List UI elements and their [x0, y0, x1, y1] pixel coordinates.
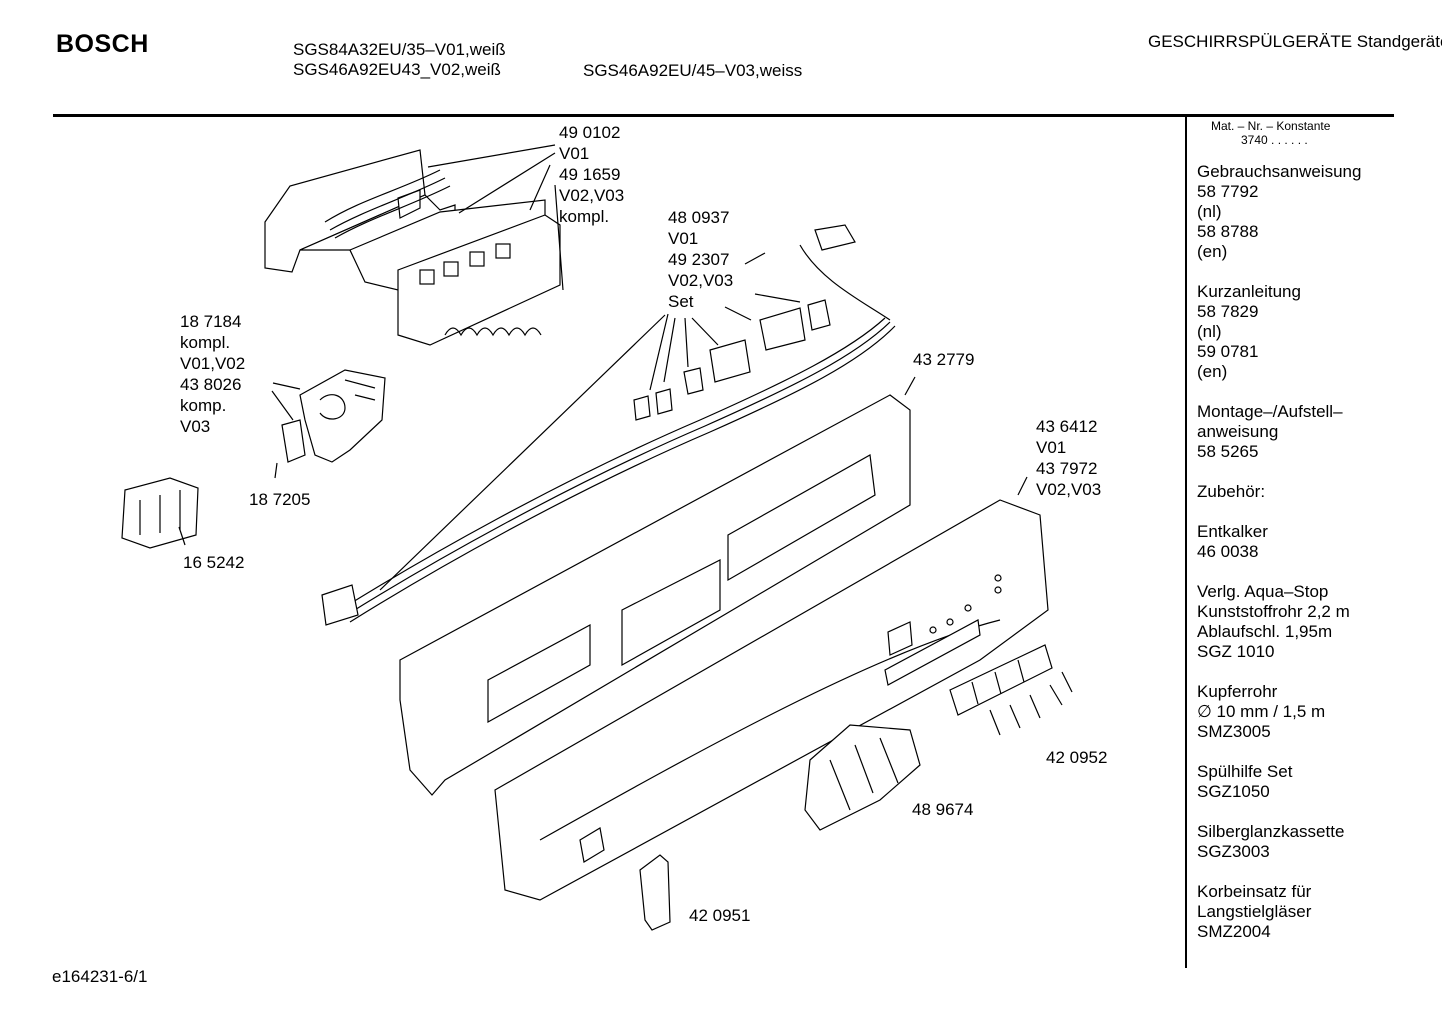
model-number-3: SGS46A92EU/45–V03,weiss — [583, 61, 803, 80]
sidebar-line: 58 7829 — [1197, 302, 1259, 321]
mat-number-label: Mat. – Nr. – Konstante — [1211, 119, 1331, 133]
sidebar-line: 59 0781 — [1197, 342, 1259, 361]
door-handle-part — [804, 724, 921, 831]
front-panel-part — [494, 499, 1049, 901]
accessory-sidebar: Mat. – Nr. – Konstante 3740 . . . . . . … — [1197, 119, 1397, 942]
sidebar-line: Kurzanleitung — [1197, 282, 1301, 301]
sidebar-line: Gebrauchsanweisung — [1197, 162, 1362, 181]
callout-187205: 18 7205 — [249, 490, 311, 509]
callout-165242: 16 5242 — [183, 553, 245, 572]
small-relay-part — [121, 477, 199, 549]
latch-part — [639, 854, 671, 931]
sidebar-line: SGZ1050 — [1197, 782, 1270, 801]
callout-line: V02,V03 — [559, 186, 625, 205]
sidebar-line: (nl) — [1197, 322, 1222, 341]
sidebar-line: Langstielgläser — [1197, 902, 1312, 921]
relay-part — [281, 369, 386, 463]
callout-line: V02,V03 — [1036, 480, 1102, 499]
sidebar-line: ∅ 10 mm / 1,5 m — [1197, 702, 1326, 721]
callout-line: V01 — [559, 144, 590, 163]
callout-line: 43 7972 — [1036, 459, 1098, 478]
model-number-2: SGS46A92EU43_V02,weiß — [293, 60, 501, 79]
sidebar-line: SMZ3005 — [1197, 722, 1271, 741]
sidebar-line: (en) — [1197, 362, 1228, 381]
control-module-part — [264, 149, 561, 346]
sidebar-line: SGZ3003 — [1197, 842, 1270, 861]
callout-panel-frame: 43 2779 — [913, 350, 975, 369]
callout-line: V01 — [1036, 438, 1067, 457]
sidebar-line: anweisung — [1197, 422, 1279, 441]
model-number-1: SGS84A32EU/35–V01,weiß — [293, 40, 506, 59]
category-label: GESCHIRRSPÜLGERÄTE — [1148, 32, 1353, 51]
callout-latch: 42 0951 — [689, 906, 751, 925]
sidebar-line: Silberglanzkassette — [1197, 822, 1345, 841]
sidebar-line: SGZ 1010 — [1197, 642, 1275, 661]
sidebar-line: Kupferrohr — [1197, 682, 1278, 701]
sidebar-line: Verlg. Aqua–Stop — [1197, 582, 1329, 601]
callout-door-handle: 48 9674 — [912, 800, 974, 819]
mat-number-value: 3740 . . . . . . — [1241, 133, 1308, 147]
sidebar-line: SMZ2004 — [1197, 922, 1271, 941]
sidebar-line: Montage–/Aufstell– — [1197, 402, 1343, 421]
callout-line: V03 — [180, 417, 211, 436]
button-keys-part — [949, 644, 1053, 716]
callout-line: 49 0102 — [559, 123, 621, 142]
cable-harness-part — [321, 224, 896, 626]
callout-line: kompl. — [559, 207, 610, 226]
sidebar-line: Zubehör: — [1197, 482, 1266, 501]
sidebar-line: Entkalker — [1197, 522, 1268, 541]
sidebar-line: 46 0038 — [1197, 542, 1259, 561]
brand-logo: BOSCH — [56, 30, 149, 58]
sidebar-group: Zubehör: — [1197, 482, 1397, 502]
sidebar-line: (en) — [1197, 242, 1228, 261]
sidebar-line: 58 8788 — [1197, 222, 1259, 241]
callout-button-keys: 42 0952 — [1046, 748, 1108, 767]
callout-line: 49 2307 — [668, 250, 730, 269]
subcategory-label: Standgeräte — [1356, 32, 1442, 51]
callout-line: 43 8026 — [180, 375, 242, 394]
sidebar-line: 58 7792 — [1197, 182, 1259, 201]
callout-line: kompl. — [180, 333, 231, 352]
leader-lines — [178, 144, 1073, 736]
callout-line: V02,V03 — [668, 271, 734, 290]
callout-line: 43 6412 — [1036, 417, 1098, 436]
sidebar-line: Ablaufschl. 1,95m — [1197, 622, 1333, 641]
callout-line: 18 7184 — [180, 312, 242, 331]
sidebar-line: Korbeinsatz für — [1197, 882, 1312, 901]
callout-line: 48 0937 — [668, 208, 730, 227]
callout-line: Set — [668, 292, 694, 311]
header-divider — [53, 114, 1394, 117]
sidebar-line: Spülhilfe Set — [1197, 762, 1293, 781]
category-title: GESCHIRRSPÜLGERÄTE Standgeräte — [1148, 31, 1442, 52]
sidebar-line: 58 5265 — [1197, 442, 1259, 461]
sidebar-line: (nl) — [1197, 202, 1222, 221]
callout-line: 49 1659 — [559, 165, 621, 184]
sidebar-line: Kunststoffrohr 2,2 m — [1197, 602, 1350, 621]
callout-relay: 18 7184 kompl. V01,V02 43 8026 komp. V03 — [180, 311, 245, 437]
panel-frame-part — [399, 394, 911, 796]
callout-line: komp. — [180, 396, 227, 415]
document-id: e164231-6/1 — [52, 967, 148, 986]
callout-line: V01 — [668, 229, 699, 248]
callout-line: V01,V02 — [180, 354, 246, 373]
sidebar-divider — [1185, 116, 1187, 968]
